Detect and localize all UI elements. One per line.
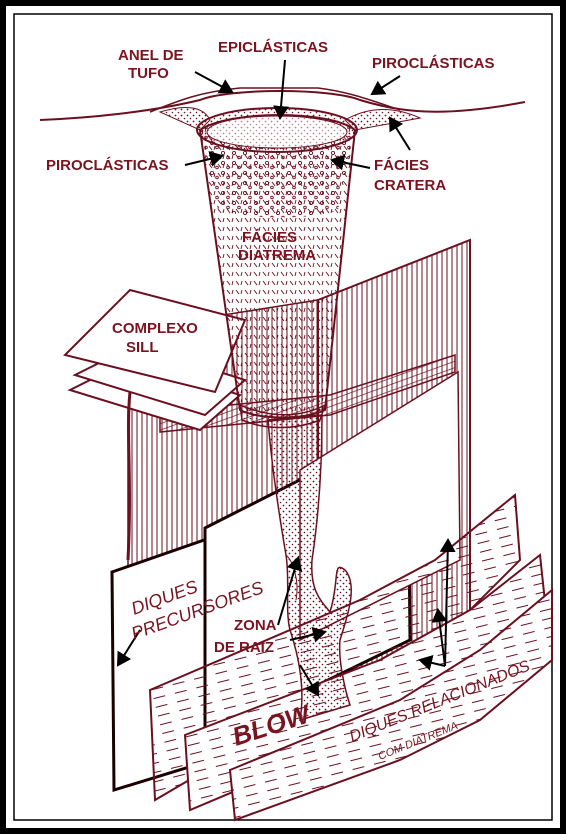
label-facies-cratera-2: CRATERA (374, 177, 446, 194)
label-epiclasticas: EPICLÁSTICAS (218, 39, 328, 56)
label-zona-de-raiz-2: DE RAIZ (214, 639, 274, 656)
label-anel-de-tufo: ANEL DE (118, 47, 184, 64)
label-piroclasticas-right: PIROCLÁSTICAS (372, 55, 495, 72)
label-facies-diatrema-1: FÁCIES (242, 229, 297, 246)
label-zona-de-raiz-1: ZONA (234, 617, 277, 634)
label-facies-cratera-1: FÁCIES (374, 157, 429, 174)
label-complexo-sill-2: SILL (126, 339, 159, 356)
label-piroclasticas-left: PIROCLÁSTICAS (46, 157, 169, 174)
label-complexo-sill-1: COMPLEXO (112, 320, 198, 337)
label-facies-diatrema-2: DIATREMA (238, 247, 316, 264)
label-tufo: TUFO (128, 65, 169, 82)
